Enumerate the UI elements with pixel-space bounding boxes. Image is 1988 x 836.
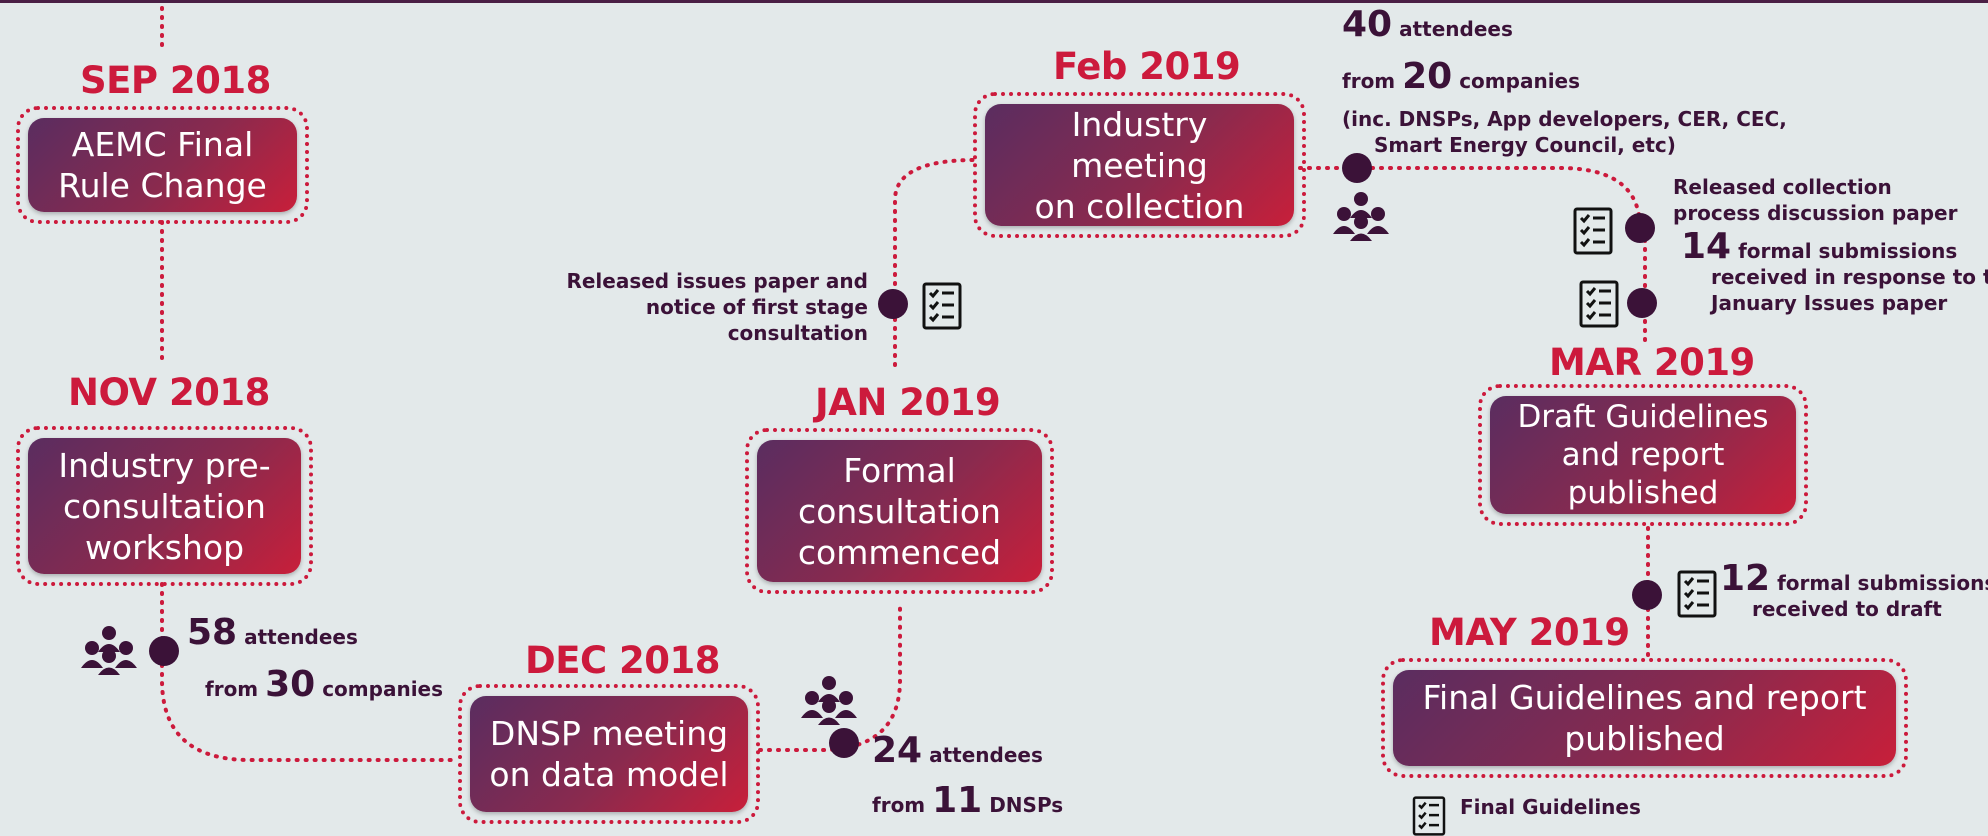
date-may-2019: MAY 2019 (1429, 611, 1630, 654)
note-feb-companies: from 20 companies (1342, 56, 1581, 97)
note-nov-companies: from 30 companies (205, 664, 444, 705)
note-dec-dnsps: from 11 DNSPs (872, 780, 1064, 821)
stage-title: Industry meeting on collection (985, 104, 1294, 226)
stage-title: Draft Guidelines and report published (1490, 396, 1796, 514)
date-mar-2019: MAR 2019 (1549, 341, 1755, 384)
stage-title: Formal consultation commenced (757, 440, 1042, 582)
top-bar (0, 0, 1988, 3)
connector-nov-dec (160, 582, 460, 762)
milestone-dot-dec (829, 728, 859, 758)
note-dec-attendees: 24 attendees (872, 730, 1043, 771)
milestone-dot-submissions (1627, 288, 1657, 318)
note-jan-submissions: 14 formal submissions received in respon… (1681, 226, 1988, 316)
note-nov-attendees: 58 attendees (187, 612, 358, 653)
note-draft-submissions: 12 formal submissions received to draft (1720, 558, 1988, 622)
stage-dnsp-meeting: DNSP meeting on data model (458, 684, 760, 824)
stage-industry-pre-consultation: Industry pre- consultation workshop (16, 426, 313, 586)
stage-industry-meeting-collection: Industry meeting on collection (973, 92, 1306, 238)
note-issues-paper: Released issues paper and notice of firs… (566, 269, 868, 345)
checklist-icon (1579, 280, 1619, 328)
people-icon (1333, 192, 1389, 241)
milestone-dot-collection (1625, 213, 1655, 243)
stage-final-guidelines: Final Guidelines and report published (1381, 658, 1908, 778)
checklist-icon (1573, 207, 1613, 255)
date-sep-2018: SEP 2018 (80, 59, 271, 102)
note-feb-attendees: 40 attendees (1342, 4, 1513, 45)
stage-title: AEMC Final Rule Change (28, 118, 297, 212)
checklist-icon (922, 282, 962, 330)
note-collection-paper: Released collection process discussion p… (1673, 175, 1958, 225)
date-nov-2018: NOV 2018 (68, 371, 270, 414)
date-feb-2019: Feb 2019 (1053, 45, 1241, 88)
stage-aemc-final-rule-change: AEMC Final Rule Change (16, 106, 309, 224)
checklist-icon (1412, 796, 1446, 836)
stage-formal-consultation: Formal consultation commenced (745, 428, 1054, 594)
note-final-guidelines: Final Guidelines (1460, 795, 1641, 819)
milestone-dot-feb (1342, 153, 1372, 183)
milestone-dot-nov (149, 636, 179, 666)
note-feb-inc: (inc. DNSPs, App developers, CER, CEC, S… (1342, 107, 1787, 157)
milestone-dot-issues (878, 289, 908, 319)
stage-draft-guidelines: Draft Guidelines and report published (1478, 384, 1808, 526)
stage-title: Industry pre- consultation workshop (28, 438, 301, 574)
milestone-dot-draft (1632, 580, 1662, 610)
people-icon (81, 626, 137, 675)
checklist-icon (1677, 570, 1717, 618)
date-jan-2019: JAN 2019 (815, 381, 1001, 424)
stage-title: Final Guidelines and report published (1393, 670, 1896, 766)
date-dec-2018: DEC 2018 (525, 639, 721, 682)
stage-title: DNSP meeting on data model (470, 696, 748, 812)
people-icon (801, 676, 857, 725)
connector-jan-feb (893, 158, 977, 367)
